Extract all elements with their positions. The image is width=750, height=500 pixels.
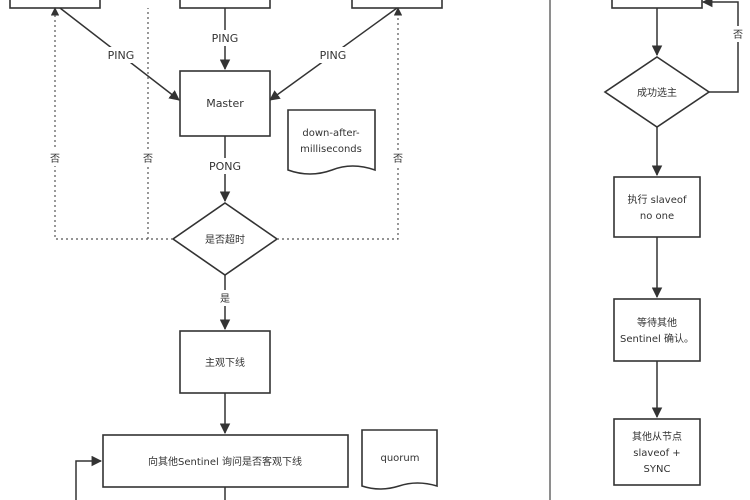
label-no-far-right: 否 — [733, 29, 743, 41]
subjective-down-node — [179, 330, 271, 394]
subjective-down-label: 主观下线 — [205, 356, 245, 369]
decision-success-label: 成功选主 — [637, 86, 677, 99]
edge-no-far-right — [701, 0, 739, 93]
wait-confirm-node — [613, 298, 701, 362]
wait-confirm-line1: 等待其他 — [637, 316, 677, 329]
label-no-left-inner: 否 — [143, 153, 153, 165]
label-no-left-outer: 否 — [50, 153, 60, 165]
sentinel-box-right — [351, 0, 443, 9]
slaveof-no-one-line1: 执行 slaveof — [627, 193, 686, 206]
ask-sentinels-node — [102, 434, 349, 488]
label-ping-right: PING — [320, 49, 347, 62]
label-ping-center: PING — [212, 32, 239, 45]
label-pong: PONG — [209, 160, 241, 173]
note-down-after-line2: milliseconds — [300, 144, 362, 155]
wait-confirm-line2: Sentinel 确认。 — [620, 332, 694, 345]
sentinel-box-left — [9, 0, 101, 9]
edge-loop-into-ask — [75, 455, 103, 500]
note-quorum-label: quorum — [381, 453, 420, 464]
sentinel-box-center — [179, 0, 271, 9]
master-node — [179, 70, 271, 137]
label-ping-left: PING — [108, 49, 135, 62]
other-slaves-line2: slaveof + — [633, 448, 680, 459]
note-down-after — [287, 109, 376, 175]
decision-timeout-label: 是否超时 — [205, 233, 245, 246]
other-slaves-node — [613, 418, 701, 486]
label-no-right: 否 — [393, 153, 403, 165]
right-top-box — [611, 0, 703, 9]
note-down-after-line1: down-after- — [302, 128, 360, 139]
other-slaves-line1: 其他从节点 — [632, 430, 682, 443]
ask-sentinels-label: 向其他Sentinel 询问是否客观下线 — [148, 455, 302, 468]
edge-no-right — [277, 7, 403, 240]
other-slaves-line3: SYNC — [644, 464, 671, 475]
slaveof-no-one-line2: no one — [640, 211, 674, 222]
edge-no-left-outer — [50, 7, 173, 240]
note-quorum — [361, 429, 438, 490]
slaveof-no-one-node — [613, 176, 701, 238]
master-label: Master — [206, 97, 244, 110]
label-yes: 是 — [220, 293, 230, 305]
